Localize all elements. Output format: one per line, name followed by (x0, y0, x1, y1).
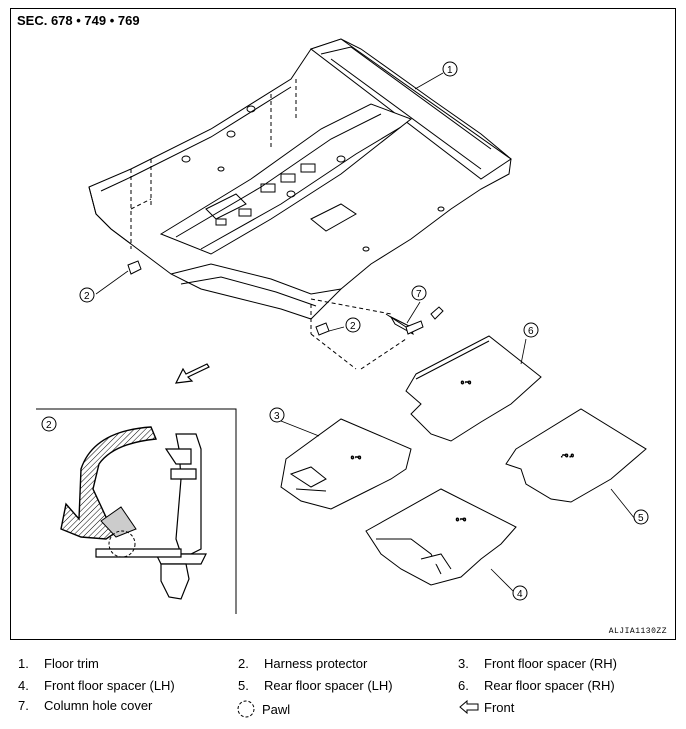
legend-number: 3. (458, 656, 469, 671)
column-hole-cover-part (385, 306, 444, 336)
callout-2-inset: 2 (41, 416, 57, 432)
svg-text:2: 2 (46, 420, 52, 431)
svg-text:3: 3 (274, 411, 280, 422)
legend-number: 7. (18, 698, 29, 713)
svg-text:6: 6 (528, 326, 534, 337)
callout-3: 3 (269, 407, 285, 423)
legend-label: Floor trim (44, 656, 99, 671)
legend-item-front-floor-spacer-rh: 3. Front floor spacer (RH) (458, 656, 617, 671)
figure-code: ALJIA1130ZZ (608, 627, 667, 636)
harness-protector-detail-inset (36, 408, 237, 614)
legend-number: 2. (238, 656, 249, 671)
legend-label: Front floor spacer (RH) (484, 656, 617, 671)
legend-label: Rear floor spacer (LH) (264, 678, 393, 693)
legend-item-front: Front (458, 699, 514, 718)
callout-2-center: 2 (345, 317, 361, 333)
exploded-view-illustration: o ~o .~o .o o ~o o ~o (36, 38, 649, 614)
svg-text:o ~o: o ~o (456, 517, 466, 523)
legend-item-pawl: Pawl (236, 699, 290, 722)
svg-text:2: 2 (350, 321, 356, 332)
rear-floor-spacer-lh-drawing: .~o .o (505, 408, 647, 503)
rear-floor-spacer-rh-drawing: o ~o (405, 335, 542, 442)
legend-label: Rear floor spacer (RH) (484, 678, 615, 693)
parts-legend: 1. Floor trim 2. Harness protector 3. Front… (0, 652, 686, 729)
legend-number: 6. (458, 678, 469, 693)
legend-number: 5. (238, 678, 249, 693)
legend-label: Front (484, 699, 515, 715)
diagram-frame: o ~o .~o .o o ~o o ~o (10, 8, 676, 640)
legend-item-column-hole-cover: 7. Column hole cover (18, 698, 152, 713)
legend-label: Column hole cover (44, 698, 153, 713)
pawl-dashed-circle-icon (236, 699, 262, 722)
svg-text:o ~o: o ~o (461, 380, 471, 386)
svg-text:2: 2 (84, 291, 90, 302)
callout-7: 7 (411, 285, 427, 301)
front-direction-arrow (174, 363, 210, 384)
section-label: SEC. 678 • 749 • 769 (17, 13, 140, 28)
legend-number: 4. (18, 678, 29, 693)
callout-5: 5 (633, 509, 649, 525)
floor-trim-drawing (88, 38, 512, 370)
legend-number: 1. (18, 656, 29, 671)
legend-item-rear-floor-spacer-rh: 6. Rear floor spacer (RH) (458, 678, 615, 693)
svg-text:5: 5 (638, 513, 644, 524)
legend-label: Front floor spacer (LH) (44, 678, 175, 693)
svg-text:1: 1 (447, 65, 453, 76)
legend-label: Harness protector (264, 656, 368, 671)
legend-label: Pawl (262, 701, 291, 717)
svg-text:o ~o: o ~o (351, 455, 361, 461)
svg-text:4: 4 (517, 589, 523, 600)
callout-1: 1 (442, 61, 458, 77)
callout-4: 4 (512, 585, 528, 601)
legend-item-harness-protector: 2. Harness protector (238, 656, 367, 671)
leader-lines (95, 72, 636, 595)
front-arrow-icon (458, 699, 484, 718)
legend-item-front-floor-spacer-lh: 4. Front floor spacer (LH) (18, 678, 175, 693)
svg-text:7: 7 (416, 289, 422, 300)
callout-6: 6 (523, 322, 539, 338)
front-floor-spacer-lh-drawing: o ~o (365, 488, 517, 586)
legend-item-floor-trim: 1. Floor trim (18, 656, 99, 671)
front-floor-spacer-rh-drawing: o ~o (280, 418, 412, 510)
callout-2-left: 2 (79, 287, 95, 303)
legend-item-rear-floor-spacer-lh: 5. Rear floor spacer (LH) (238, 678, 393, 693)
svg-text:.~o .o: .~o .o (561, 453, 574, 459)
